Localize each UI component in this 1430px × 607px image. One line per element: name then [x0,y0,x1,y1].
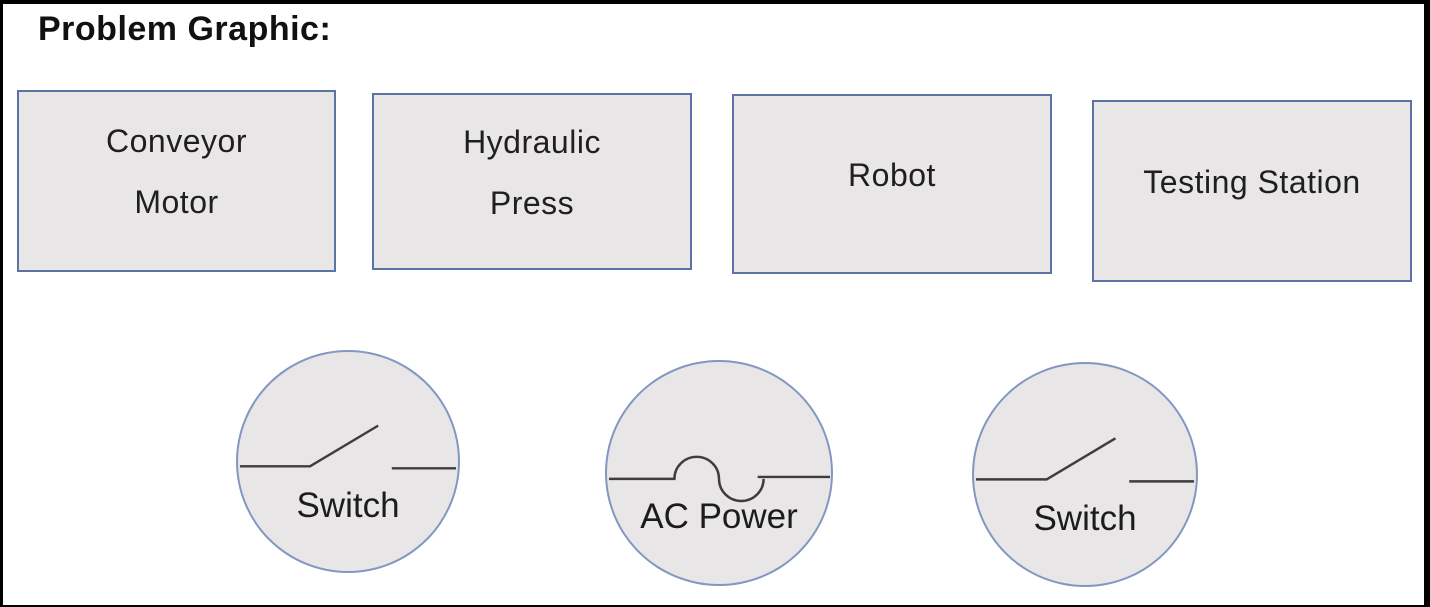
component-box-robot: Robot [732,94,1052,274]
component-box-conveyor-motor: Conveyor Motor [17,90,336,272]
open-switch-icon [975,437,1195,483]
page-title: Problem Graphic: [38,10,332,48]
box-label-hydraulic-press: Hydraulic Press [463,123,601,221]
open-switch-icon [239,424,457,470]
box-label-testing-station: Testing Station [1143,163,1361,200]
circle-label-switch-left: Switch [296,485,400,525]
circle-switch-right: Switch [972,362,1198,587]
component-box-testing-station: Testing Station [1092,100,1412,282]
circle-ac-power: AC Power [605,360,833,586]
circle-switch-left: Switch [236,350,460,573]
box-label-conveyor-motor: Conveyor Motor [106,123,247,220]
component-box-hydraulic-press: Hydraulic Press [372,93,692,270]
box-label-robot: Robot [848,156,936,193]
circle-label-ac-power: AC Power [640,497,798,537]
ac-sine-wave-icon [608,455,831,503]
circle-label-switch-right: Switch [1033,498,1137,538]
